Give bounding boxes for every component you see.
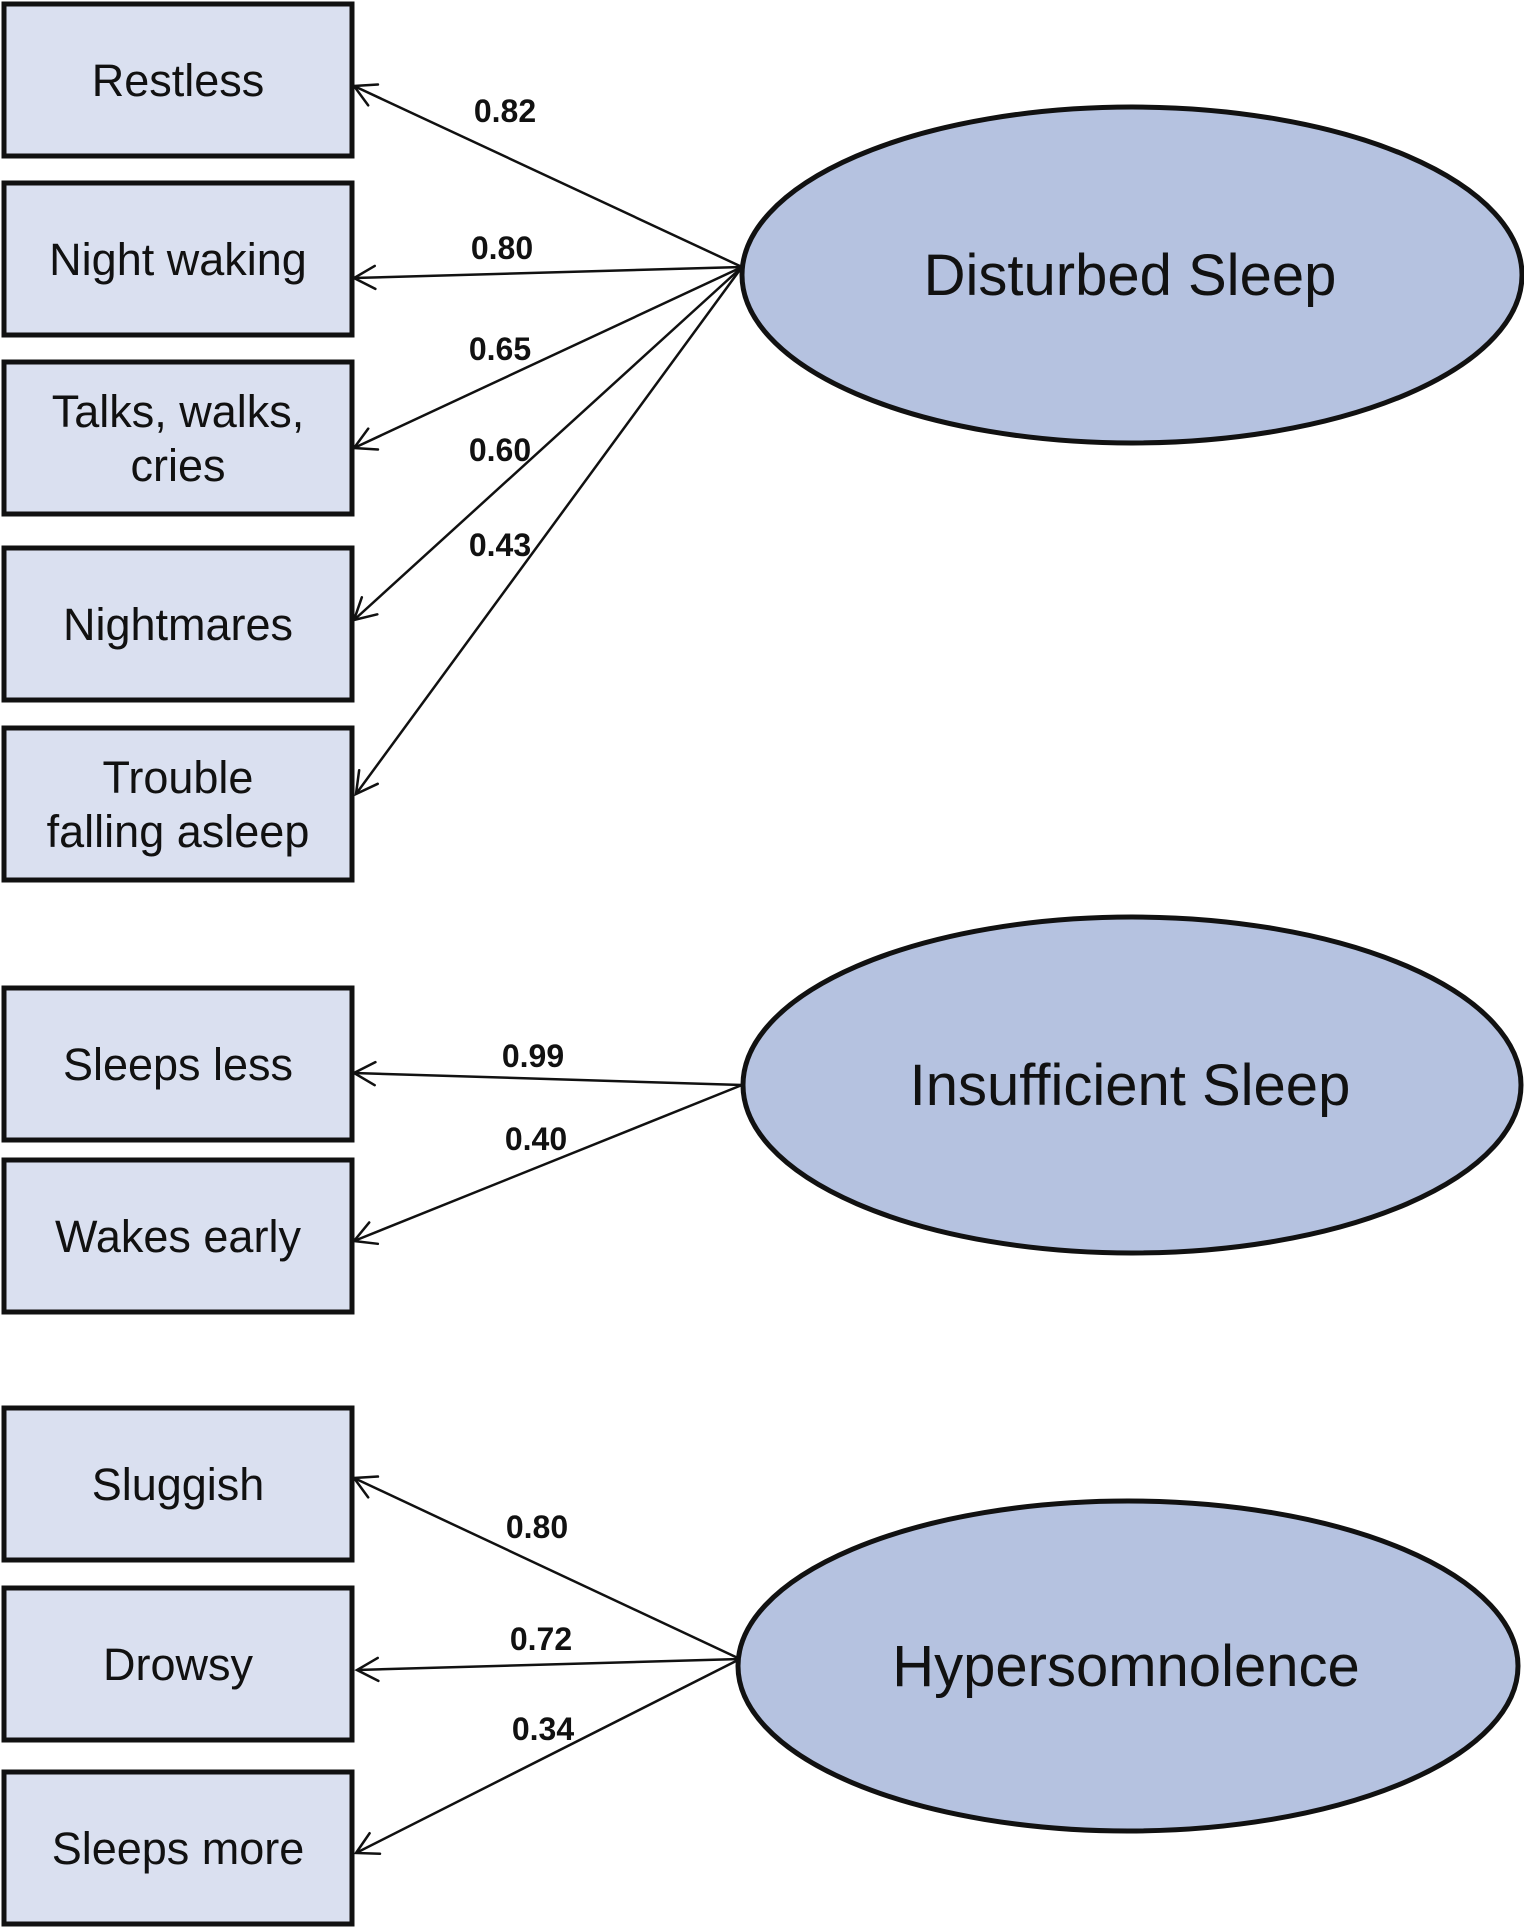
- factor-insufficient: Insufficient Sleep: [740, 914, 1524, 1256]
- item-label: Restless: [92, 55, 265, 106]
- item-sluggish: Sluggish: [1, 1405, 355, 1563]
- item-night-waking: Night waking: [1, 180, 355, 338]
- item-drowsy: Drowsy: [1, 1585, 355, 1743]
- arrow-head: [354, 1656, 380, 1683]
- item-label: Drowsy: [103, 1639, 254, 1690]
- item-talks-walks-cries: Talks, walks,cries: [1, 359, 355, 517]
- item-label: falling asleep: [47, 806, 310, 857]
- item-restless: Restless: [1, 1, 355, 159]
- item-box: [1, 725, 355, 883]
- item-box: [1, 1, 355, 159]
- item-label: Wakes early: [55, 1211, 301, 1262]
- loading-label: 0.99: [502, 1038, 564, 1074]
- item-box: [1, 180, 355, 338]
- item-sleeps-less: Sleeps less: [1, 985, 355, 1143]
- item-wakes-early: Wakes early: [1, 1157, 355, 1315]
- loading-label: 0.34: [512, 1711, 574, 1747]
- loading-label: 0.82: [474, 93, 536, 129]
- path-line: [353, 265, 743, 450]
- path-disturbed-to-talks-walks-cries: 0.65: [351, 265, 743, 451]
- arrow-head: [354, 768, 379, 797]
- factor-label: Insufficient Sleep: [910, 1053, 1351, 1118]
- path-line: [355, 1657, 741, 1855]
- path-insufficient-to-wakes-early: 0.40: [351, 1083, 743, 1246]
- path-line: [353, 1476, 741, 1661]
- item-box: [1, 1769, 355, 1927]
- item-label: Sleeps less: [63, 1039, 293, 1090]
- loading-label: 0.72: [510, 1621, 572, 1657]
- path-insufficient-to-sleeps-less: 0.99: [351, 1038, 743, 1087]
- paths-layer: 0.82 0.80 0.65 0.60 0.43 0.99 0.40 0.80 0.72 0.34: [351, 83, 744, 1856]
- item-label: Sluggish: [92, 1459, 265, 1510]
- factor-label: Disturbed Sleep: [924, 243, 1337, 308]
- path-line: [356, 1657, 741, 1672]
- factor-label: Hypersomnolence: [892, 1634, 1359, 1699]
- path-disturbed-to-nightmares: 0.60: [352, 266, 743, 622]
- item-label: Nightmares: [63, 599, 293, 650]
- item-label: cries: [130, 440, 225, 491]
- item-nightmares: Nightmares: [1, 545, 355, 703]
- factor-ellipse: [739, 104, 1524, 446]
- item-label: Talks, walks,: [52, 386, 305, 437]
- loading-label: 0.60: [469, 432, 531, 468]
- item-label: Sleeps more: [52, 1823, 305, 1874]
- path-line: [353, 1071, 743, 1087]
- path-disturbed-to-trouble-falling-asleep: 0.43: [354, 266, 744, 797]
- loading-label: 0.43: [469, 527, 531, 563]
- path-line: [353, 266, 743, 621]
- item-label: Trouble: [103, 752, 254, 803]
- factor-ellipse: [735, 1498, 1521, 1834]
- item-box: [1, 1405, 355, 1563]
- path-line: [354, 266, 744, 795]
- factor-hypersomnolence: Hypersomnolence: [735, 1498, 1521, 1834]
- loading-label: 0.80: [471, 230, 533, 266]
- item-label: Night waking: [49, 234, 307, 285]
- path-line: [353, 265, 743, 280]
- loading-label: 0.40: [505, 1121, 567, 1157]
- path-hypersomnolence-to-sleeps-more: 0.34: [353, 1657, 741, 1856]
- factor-ellipse: [740, 914, 1524, 1256]
- loading-label: 0.80: [506, 1509, 568, 1545]
- arrow-head: [353, 1831, 382, 1856]
- item-box: [1, 985, 355, 1143]
- item-box: [1, 1585, 355, 1743]
- item-box: [1, 359, 355, 517]
- path-disturbed-to-restless: 0.82: [351, 83, 743, 269]
- path-line: [353, 84, 743, 269]
- path-hypersomnolence-to-drowsy: 0.72: [354, 1621, 741, 1683]
- loading-label: 0.65: [469, 331, 531, 367]
- item-sleeps-more: Sleeps more: [1, 1769, 355, 1927]
- path-line: [353, 1083, 743, 1243]
- factor-disturbed: Disturbed Sleep: [739, 104, 1524, 446]
- path-disturbed-to-night-waking: 0.80: [351, 230, 743, 291]
- item-box: [1, 545, 355, 703]
- item-box: [1, 1157, 355, 1315]
